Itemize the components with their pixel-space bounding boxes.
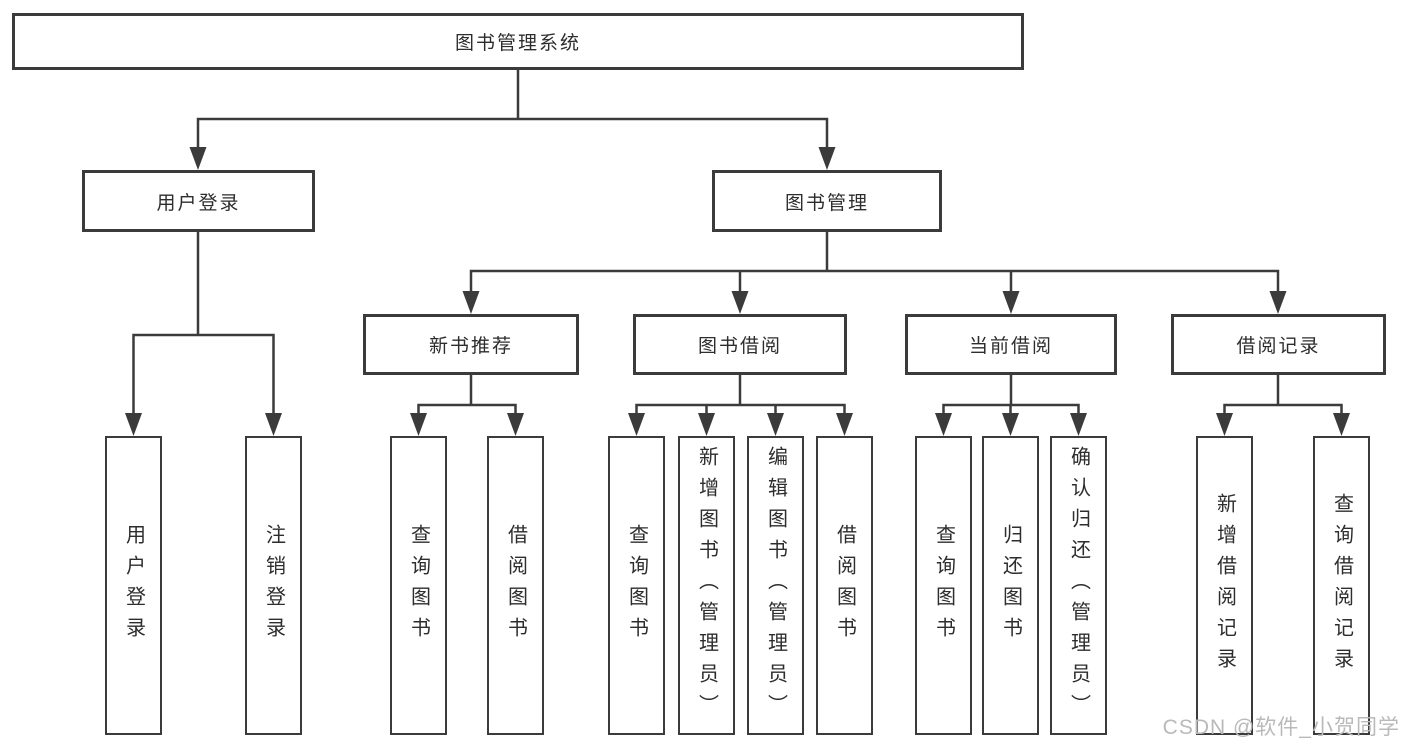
node-label: 借阅图书 xyxy=(833,523,856,648)
node-label: 注销登录 xyxy=(262,523,285,648)
node-return-book: 归还图书 xyxy=(982,436,1039,735)
node-query-books-recommend: 查询图书 xyxy=(390,436,447,735)
node-label: 查询图书 xyxy=(932,523,955,648)
node-query-books-borrow: 查询图书 xyxy=(608,436,665,735)
node-label: 图书管理系统 xyxy=(454,33,581,54)
node-label: 查询借阅记录 xyxy=(1330,492,1353,679)
node-borrow-books-action: 借阅图书 xyxy=(816,436,873,735)
node-label: 借阅图书 xyxy=(504,523,527,648)
node-library-management-system: 图书管理系统 xyxy=(12,13,1024,70)
node-new-book-recommendation: 新书推荐 xyxy=(363,314,579,375)
node-query-books-current: 查询图书 xyxy=(915,436,972,735)
node-label: 新增借阅记录 xyxy=(1213,492,1236,679)
node-label: 图书借阅 xyxy=(697,336,782,357)
node-label: 查询图书 xyxy=(407,523,430,648)
node-borrowing-records: 借阅记录 xyxy=(1171,314,1386,375)
node-label: 用户登录 xyxy=(122,523,145,648)
node-current-borrowing: 当前借阅 xyxy=(905,314,1117,375)
node-user-login-action: 用户登录 xyxy=(105,436,162,735)
node-label: 新增图书（管理员） xyxy=(695,446,718,725)
node-label: 编辑图书（管理员） xyxy=(764,446,787,725)
node-borrow-books-recommend: 借阅图书 xyxy=(487,436,544,735)
node-label: 借阅记录 xyxy=(1236,336,1321,357)
node-label: 归还图书 xyxy=(999,523,1022,648)
node-query-borrow-record: 查询借阅记录 xyxy=(1313,436,1370,735)
node-book-management: 图书管理 xyxy=(712,170,942,232)
node-label: 当前借阅 xyxy=(968,336,1053,357)
node-logout-action: 注销登录 xyxy=(245,436,302,735)
node-label: 确认归还（管理员） xyxy=(1067,446,1090,725)
node-edit-book-admin: 编辑图书（管理员） xyxy=(747,436,804,735)
node-add-book-admin: 新增图书（管理员） xyxy=(678,436,735,735)
node-label: 查询图书 xyxy=(625,523,648,648)
node-label: 图书管理 xyxy=(784,192,869,214)
node-confirm-return-admin: 确认归还（管理员） xyxy=(1050,436,1107,735)
watermark: CSDN @软件_小贺同学 xyxy=(1162,716,1400,739)
node-user-login: 用户登录 xyxy=(82,170,315,232)
node-label: 用户登录 xyxy=(156,192,241,214)
node-book-borrowing: 图书借阅 xyxy=(633,314,847,375)
node-add-borrow-record: 新增借阅记录 xyxy=(1196,436,1253,735)
node-label: 新书推荐 xyxy=(428,336,513,357)
